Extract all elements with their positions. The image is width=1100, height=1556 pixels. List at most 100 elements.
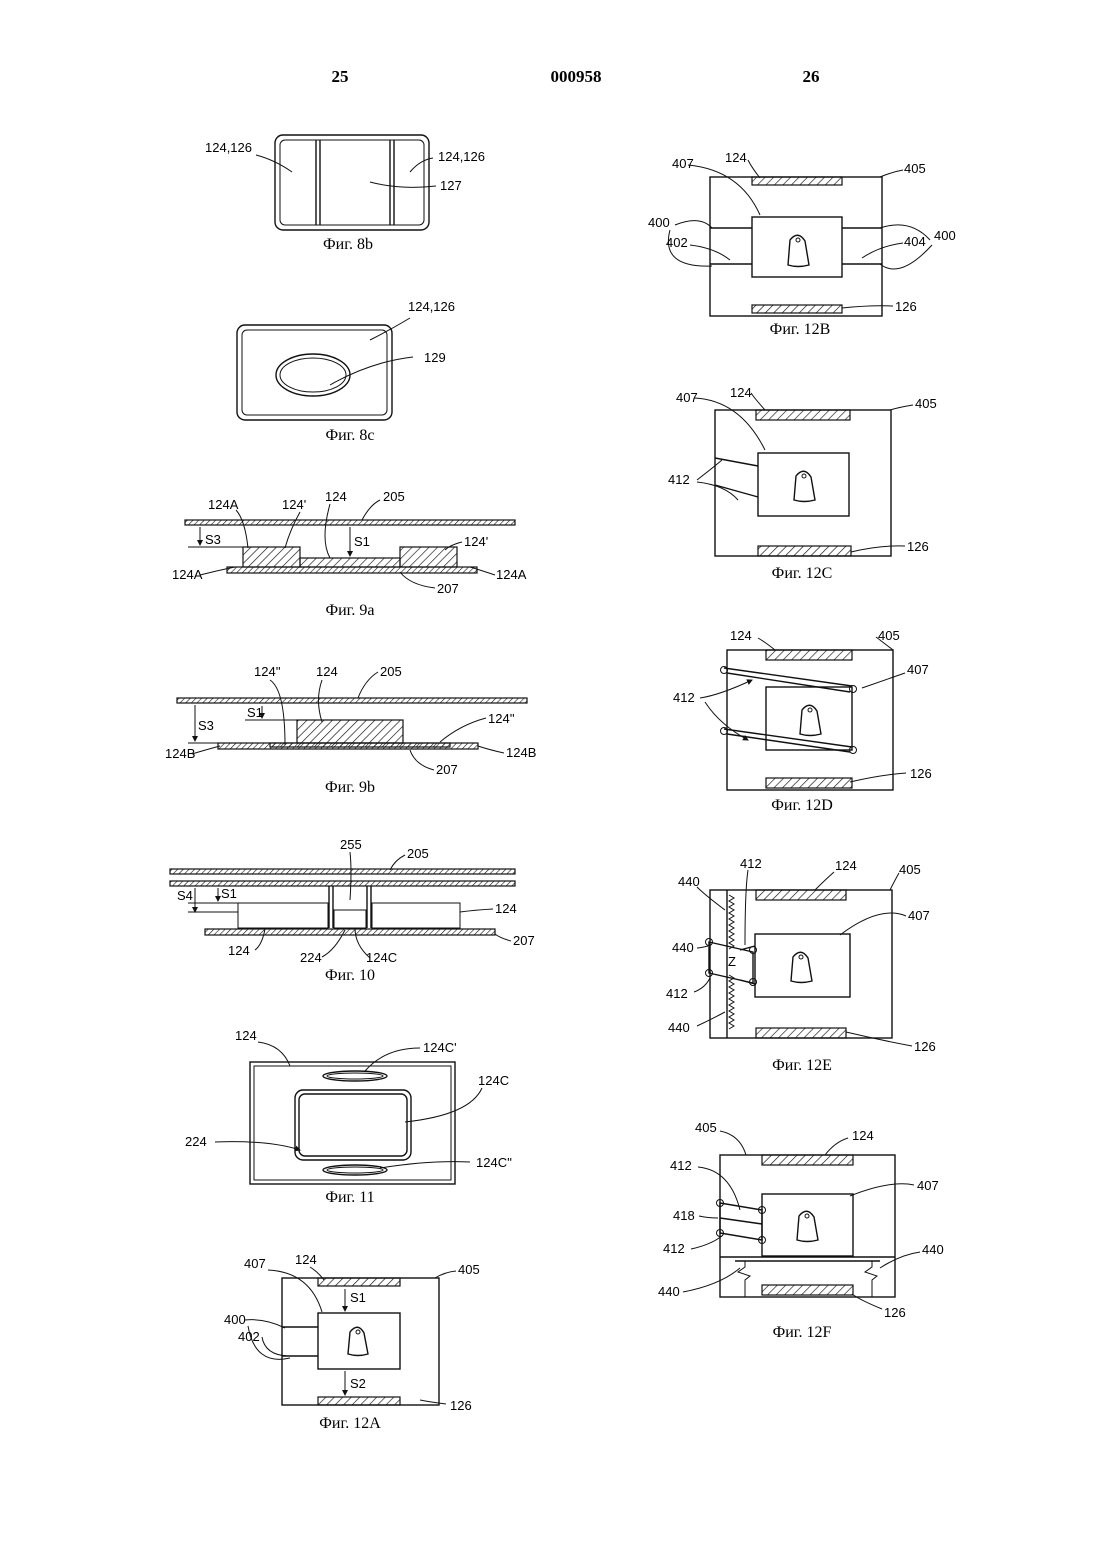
caption-fig-8b: Фиг. 8b (323, 236, 373, 253)
left-page-number: 25 (332, 67, 349, 86)
label-407: 407 (244, 1256, 266, 1271)
label-400-left: 400 (648, 215, 670, 230)
label-z: Z (728, 954, 736, 969)
label-124A-top: 124A (208, 497, 239, 512)
figure-9a: 124A 124' 124 205 S3 S1 124' 124A 207 12… (172, 489, 527, 619)
label-224: 224 (300, 950, 322, 965)
caption-fig-12D: Фиг. 12D (771, 797, 833, 814)
figure-12D: 124 405 407 412 126 Фиг. 12D (673, 628, 932, 814)
label-407: 407 (907, 662, 929, 677)
label-205: 205 (383, 489, 405, 504)
figure-12E: 412 124 405 440 407 440 Z 412 440 126 Фи… (666, 856, 936, 1074)
label-124C: 124C (478, 1073, 509, 1088)
label-440-right: 440 (922, 1242, 944, 1257)
caption-fig-10: Фиг. 10 (325, 967, 375, 984)
figure-11: 124 124C' 124C 224 124C'' Фиг. 11 (185, 1028, 512, 1206)
label-124-double-prime-top: 124'' (254, 664, 281, 679)
label-124-prime-top: 124' (282, 497, 306, 512)
label-405: 405 (695, 1120, 717, 1135)
label-124-prime-right: 124' (464, 534, 488, 549)
label-418: 418 (673, 1208, 695, 1223)
label-124A-right: 124A (496, 567, 527, 582)
label-124-left: 124 (228, 943, 250, 958)
figure-12A: 407 124 405 S1 400 402 S2 126 Фиг. 12A (224, 1252, 480, 1432)
label-407: 407 (908, 908, 930, 923)
label-126: 126 (907, 539, 929, 554)
label-412-top: 412 (740, 856, 762, 871)
figure-8c: 124,126 129 Фиг. 8c (237, 299, 455, 444)
label-124B-left: 124B (165, 746, 195, 761)
label-124: 124 (730, 385, 752, 400)
caption-fig-12C: Фиг. 12C (772, 565, 833, 582)
caption-fig-11: Фиг. 11 (325, 1189, 374, 1206)
label-400: 400 (224, 1312, 246, 1327)
label-412: 412 (668, 472, 690, 487)
label-126: 126 (450, 1398, 472, 1413)
label-224: 224 (185, 1134, 207, 1149)
label-s1: S1 (354, 534, 370, 549)
label-124: 124 (835, 858, 857, 873)
figure-8b: 124,126 124,126 127 Фиг. 8b (205, 135, 485, 253)
label-205: 205 (380, 664, 402, 679)
figure-12C: 407 124 405 412 126 Фиг. 12C (668, 385, 937, 582)
label-412-top: 412 (670, 1158, 692, 1173)
figure-12F: 405 124 412 407 418 412 440 440 126 Фиг.… (658, 1120, 944, 1341)
label-412: 412 (673, 690, 695, 705)
caption-fig-12B: Фиг. 12B (770, 321, 831, 338)
label-s3: S3 (205, 532, 221, 547)
label-124A-left: 124A (172, 567, 203, 582)
label-124: 124 (725, 150, 747, 165)
caption-fig-8c: Фиг. 8c (325, 427, 374, 444)
label-124: 124 (316, 664, 338, 679)
label-440-bottom: 440 (668, 1020, 690, 1035)
label-405: 405 (899, 862, 921, 877)
label-s3: S3 (198, 718, 214, 733)
figure-10: 255 205 S1 S4 124 124 224 124C 207 Фиг. … (170, 837, 535, 984)
label-405: 405 (915, 396, 937, 411)
label-402: 402 (666, 235, 688, 250)
label-s4: S4 (177, 888, 193, 903)
label-126: 126 (884, 1305, 906, 1320)
label-124C: 124C (366, 950, 397, 965)
figure-12B: 407 124 405 400 402 404 400 126 Фиг. 12B (648, 150, 956, 338)
label-129: 129 (424, 350, 446, 365)
label-126: 126 (910, 766, 932, 781)
label-127: 127 (440, 178, 462, 193)
label-124-126-right: 124,126 (438, 149, 485, 164)
document-number: 000958 (551, 67, 602, 86)
label-407: 407 (917, 1178, 939, 1193)
label-124: 124 (235, 1028, 257, 1043)
caption-fig-12A: Фиг. 12A (319, 1415, 381, 1432)
label-207: 207 (437, 581, 459, 596)
label-412-bottom: 412 (666, 986, 688, 1001)
label-s1: S1 (247, 705, 263, 720)
label-440-middle: 440 (672, 940, 694, 955)
label-412-bottom: 412 (663, 1241, 685, 1256)
label-124: 124 (730, 628, 752, 643)
label-124-double-prime-right: 124'' (488, 711, 515, 726)
figure-9b: 124'' 124 205 S1 S3 124'' 124B 207 124B … (165, 664, 536, 796)
label-402: 402 (238, 1329, 260, 1344)
label-407: 407 (676, 390, 698, 405)
label-207: 207 (513, 933, 535, 948)
label-s1: S1 (221, 886, 237, 901)
caption-fig-9a: Фиг. 9a (325, 602, 374, 619)
label-126: 126 (914, 1039, 936, 1054)
label-s1: S1 (350, 1290, 366, 1305)
label-405: 405 (878, 628, 900, 643)
label-124: 124 (295, 1252, 317, 1267)
label-255: 255 (340, 837, 362, 852)
right-page-number: 26 (803, 67, 820, 86)
caption-fig-12E: Фиг. 12E (772, 1057, 832, 1074)
label-124B-right: 124B (506, 745, 536, 760)
label-s2: S2 (350, 1376, 366, 1391)
label-124C-double-prime: 124C'' (476, 1155, 512, 1170)
label-440-top: 440 (678, 874, 700, 889)
label-124: 124 (852, 1128, 874, 1143)
label-405: 405 (904, 161, 926, 176)
label-400-right: 400 (934, 228, 956, 243)
label-124-right: 124 (495, 901, 517, 916)
label-404: 404 (904, 234, 926, 249)
label-205: 205 (407, 846, 429, 861)
